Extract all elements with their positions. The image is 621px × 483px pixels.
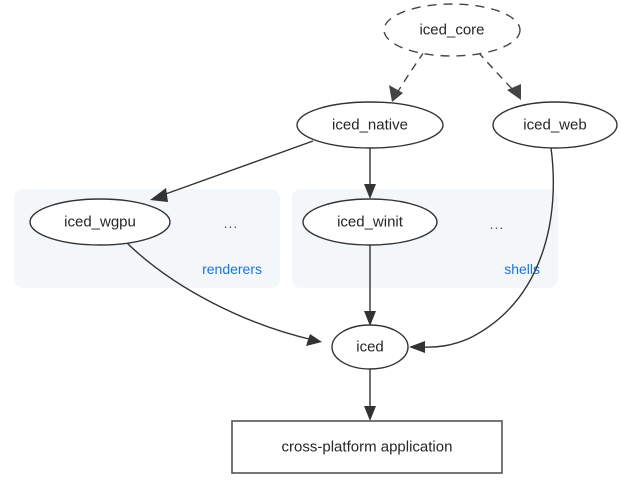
node-iced-wgpu-shape[interactable] [29, 198, 171, 246]
edge-iced-native-to-iced-winit [364, 148, 376, 199]
node-iced-wgpu[interactable]: iced_wgpu [29, 198, 171, 246]
node-iced-wgpu-label: iced_wgpu [64, 214, 136, 231]
node-iced-web-label: iced_web [523, 117, 586, 134]
cluster-renderers-ellipsis: ... [224, 215, 239, 231]
node-iced-core-shape[interactable] [383, 3, 521, 57]
node-iced-web[interactable]: iced_web [492, 101, 618, 149]
node-iced-native[interactable]: iced_native [296, 101, 444, 149]
edge-iced-core-to-iced-web [477, 51, 521, 100]
node-iced-core-label: iced_core [419, 22, 484, 39]
cluster-shells-ellipsis: ... [490, 216, 505, 232]
edge-iced-to-application [364, 369, 376, 421]
node-iced-winit[interactable]: iced_winit [302, 198, 438, 246]
node-application-label: cross-platform application [282, 439, 453, 456]
node-application[interactable]: cross-platform application [231, 420, 503, 474]
node-iced-native-shape[interactable] [296, 101, 444, 149]
node-iced[interactable]: iced [331, 324, 409, 370]
node-iced-shape[interactable] [331, 324, 409, 370]
node-iced-winit-label: iced_winit [337, 214, 404, 231]
node-iced-core[interactable]: iced_core [383, 3, 521, 57]
node-iced-web-shape[interactable] [492, 101, 618, 149]
cluster-label-shells: shells [504, 261, 540, 277]
edge-iced-core-to-iced-native [389, 51, 425, 102]
edge-iced-web-to-iced [409, 147, 554, 353]
node-iced-label: iced [356, 339, 384, 356]
cluster-label-renderers: renderers [202, 261, 262, 277]
edge-iced-wgpu-to-iced [125, 241, 322, 346]
edge-iced-native-to-iced-wgpu [150, 140, 314, 202]
node-application-shape[interactable] [231, 420, 503, 474]
node-iced-native-label: iced_native [332, 117, 408, 134]
node-iced-winit-shape[interactable] [302, 198, 438, 246]
edge-iced-winit-to-iced [364, 245, 376, 326]
